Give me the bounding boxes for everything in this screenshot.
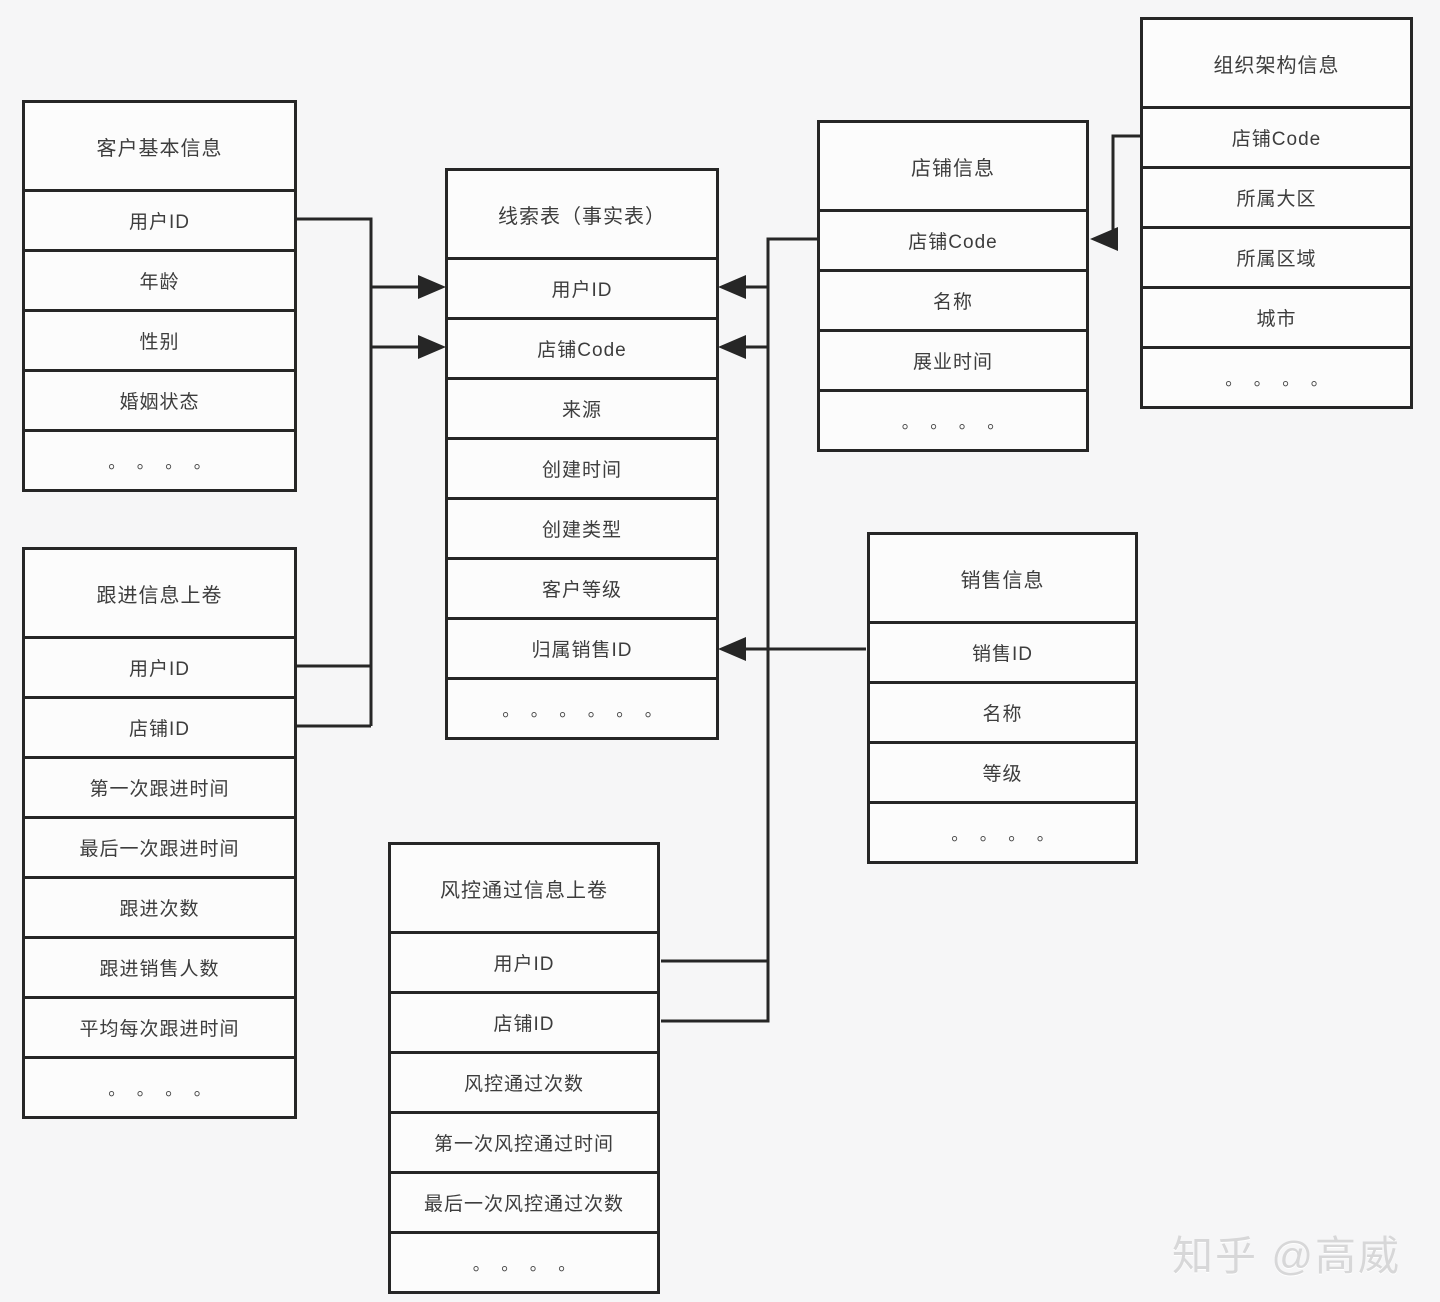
table-title-text: 店铺信息 [911,157,995,180]
table-row: 创建类型 [448,497,716,557]
table-sales-info: 销售信息 销售ID 名称 等级 。。。。 [867,532,1138,864]
table-row-ellipsis: 。。。。 [391,1231,657,1291]
table-title-text: 客户基本信息 [96,137,223,160]
table-row: 性别 [25,309,294,369]
table-row: 第一次跟进时间 [25,756,294,816]
table-row: 跟进次数 [25,876,294,936]
table-title: 组织架构信息 [1143,20,1410,106]
table-title: 风控通过信息上卷 [391,845,657,931]
table-followup-rollup: 跟进信息上卷 用户ID 店铺ID 第一次跟进时间 最后一次跟进时间 跟进次数 跟… [22,547,297,1119]
connector-customer-userid-bus [294,217,373,726]
table-row: 用户ID [448,257,716,317]
table-title-text: 跟进信息上卷 [96,584,223,607]
table-row: 年龄 [25,249,294,309]
arrowhead-into-shop-code [1090,227,1118,251]
table-row-ellipsis: 。。。。 [820,389,1086,449]
table-title: 客户基本信息 [25,103,294,189]
table-lead-fact: 线索表（事实表） 用户ID 店铺Code 来源 创建时间 创建类型 客户等级 归… [445,168,719,740]
table-row: 最后一次风控通过次数 [391,1171,657,1231]
table-row: 销售ID [870,621,1135,681]
table-shop-info: 店铺信息 店铺Code 名称 展业时间 。。。。 [817,120,1089,452]
table-row-ellipsis: 。。。。。。 [448,677,716,737]
table-row: 第一次风控通过时间 [391,1111,657,1171]
table-row-ellipsis: 。。。。 [870,801,1135,861]
arrowhead-into-fact-shopcode-right [718,335,746,359]
table-row: 店铺Code [820,209,1086,269]
table-row: 婚姻状态 [25,369,294,429]
table-row-ellipsis: 。。。。 [25,1056,294,1116]
table-row: 等级 [870,741,1135,801]
table-title-text: 线索表（事实表） [498,205,666,228]
table-row: 店铺Code [448,317,716,377]
table-risk-pass-rollup: 风控通过信息上卷 用户ID 店铺ID 风控通过次数 第一次风控通过时间 最后一次… [388,842,660,1294]
table-row: 创建时间 [448,437,716,497]
table-title-text: 风控通过信息上卷 [440,879,608,902]
table-row-ellipsis: 。。。。 [25,429,294,489]
arrowhead-into-fact-shopcode-left [418,335,446,359]
table-row: 风控通过次数 [391,1051,657,1111]
table-row: 所属区域 [1143,226,1410,286]
table-title: 销售信息 [870,535,1135,621]
table-row: 店铺Code [1143,106,1410,166]
table-row: 跟进销售人数 [25,936,294,996]
table-row: 所属大区 [1143,166,1410,226]
table-row: 名称 [870,681,1135,741]
table-row: 最后一次跟进时间 [25,816,294,876]
arrowhead-into-fact-salesid [718,637,746,661]
watermark-zhihu-author: 知乎 @高威 [1172,1233,1402,1279]
table-row: 平均每次跟进时间 [25,996,294,1056]
table-title-text: 销售信息 [960,569,1045,592]
arrowhead-into-fact-userid-left [418,275,446,299]
table-row: 客户等级 [448,557,716,617]
table-row: 城市 [1143,286,1410,346]
table-row: 用户ID [25,189,294,249]
table-row: 用户ID [25,636,294,696]
table-customer-basic-info: 客户基本信息 用户ID 年龄 性别 婚姻状态 。。。。 [22,100,297,492]
table-row-ellipsis: 。。。。 [1143,346,1410,406]
table-title-text: 组织架构信息 [1213,54,1340,77]
arrowhead-into-fact-userid-right [718,275,746,299]
connector-org-code [1111,134,1141,241]
table-row: 店铺ID [391,991,657,1051]
table-row: 名称 [820,269,1086,329]
table-org-structure-info: 组织架构信息 店铺Code 所属大区 所属区域 城市 。。。。 [1140,17,1413,409]
table-row: 来源 [448,377,716,437]
table-row: 归属销售ID [448,617,716,677]
table-title: 跟进信息上卷 [25,550,294,636]
table-row: 用户ID [391,931,657,991]
table-title: 线索表（事实表） [448,171,716,257]
table-row: 展业时间 [820,329,1086,389]
table-row: 店铺ID [25,696,294,756]
table-title: 店铺信息 [820,123,1086,209]
